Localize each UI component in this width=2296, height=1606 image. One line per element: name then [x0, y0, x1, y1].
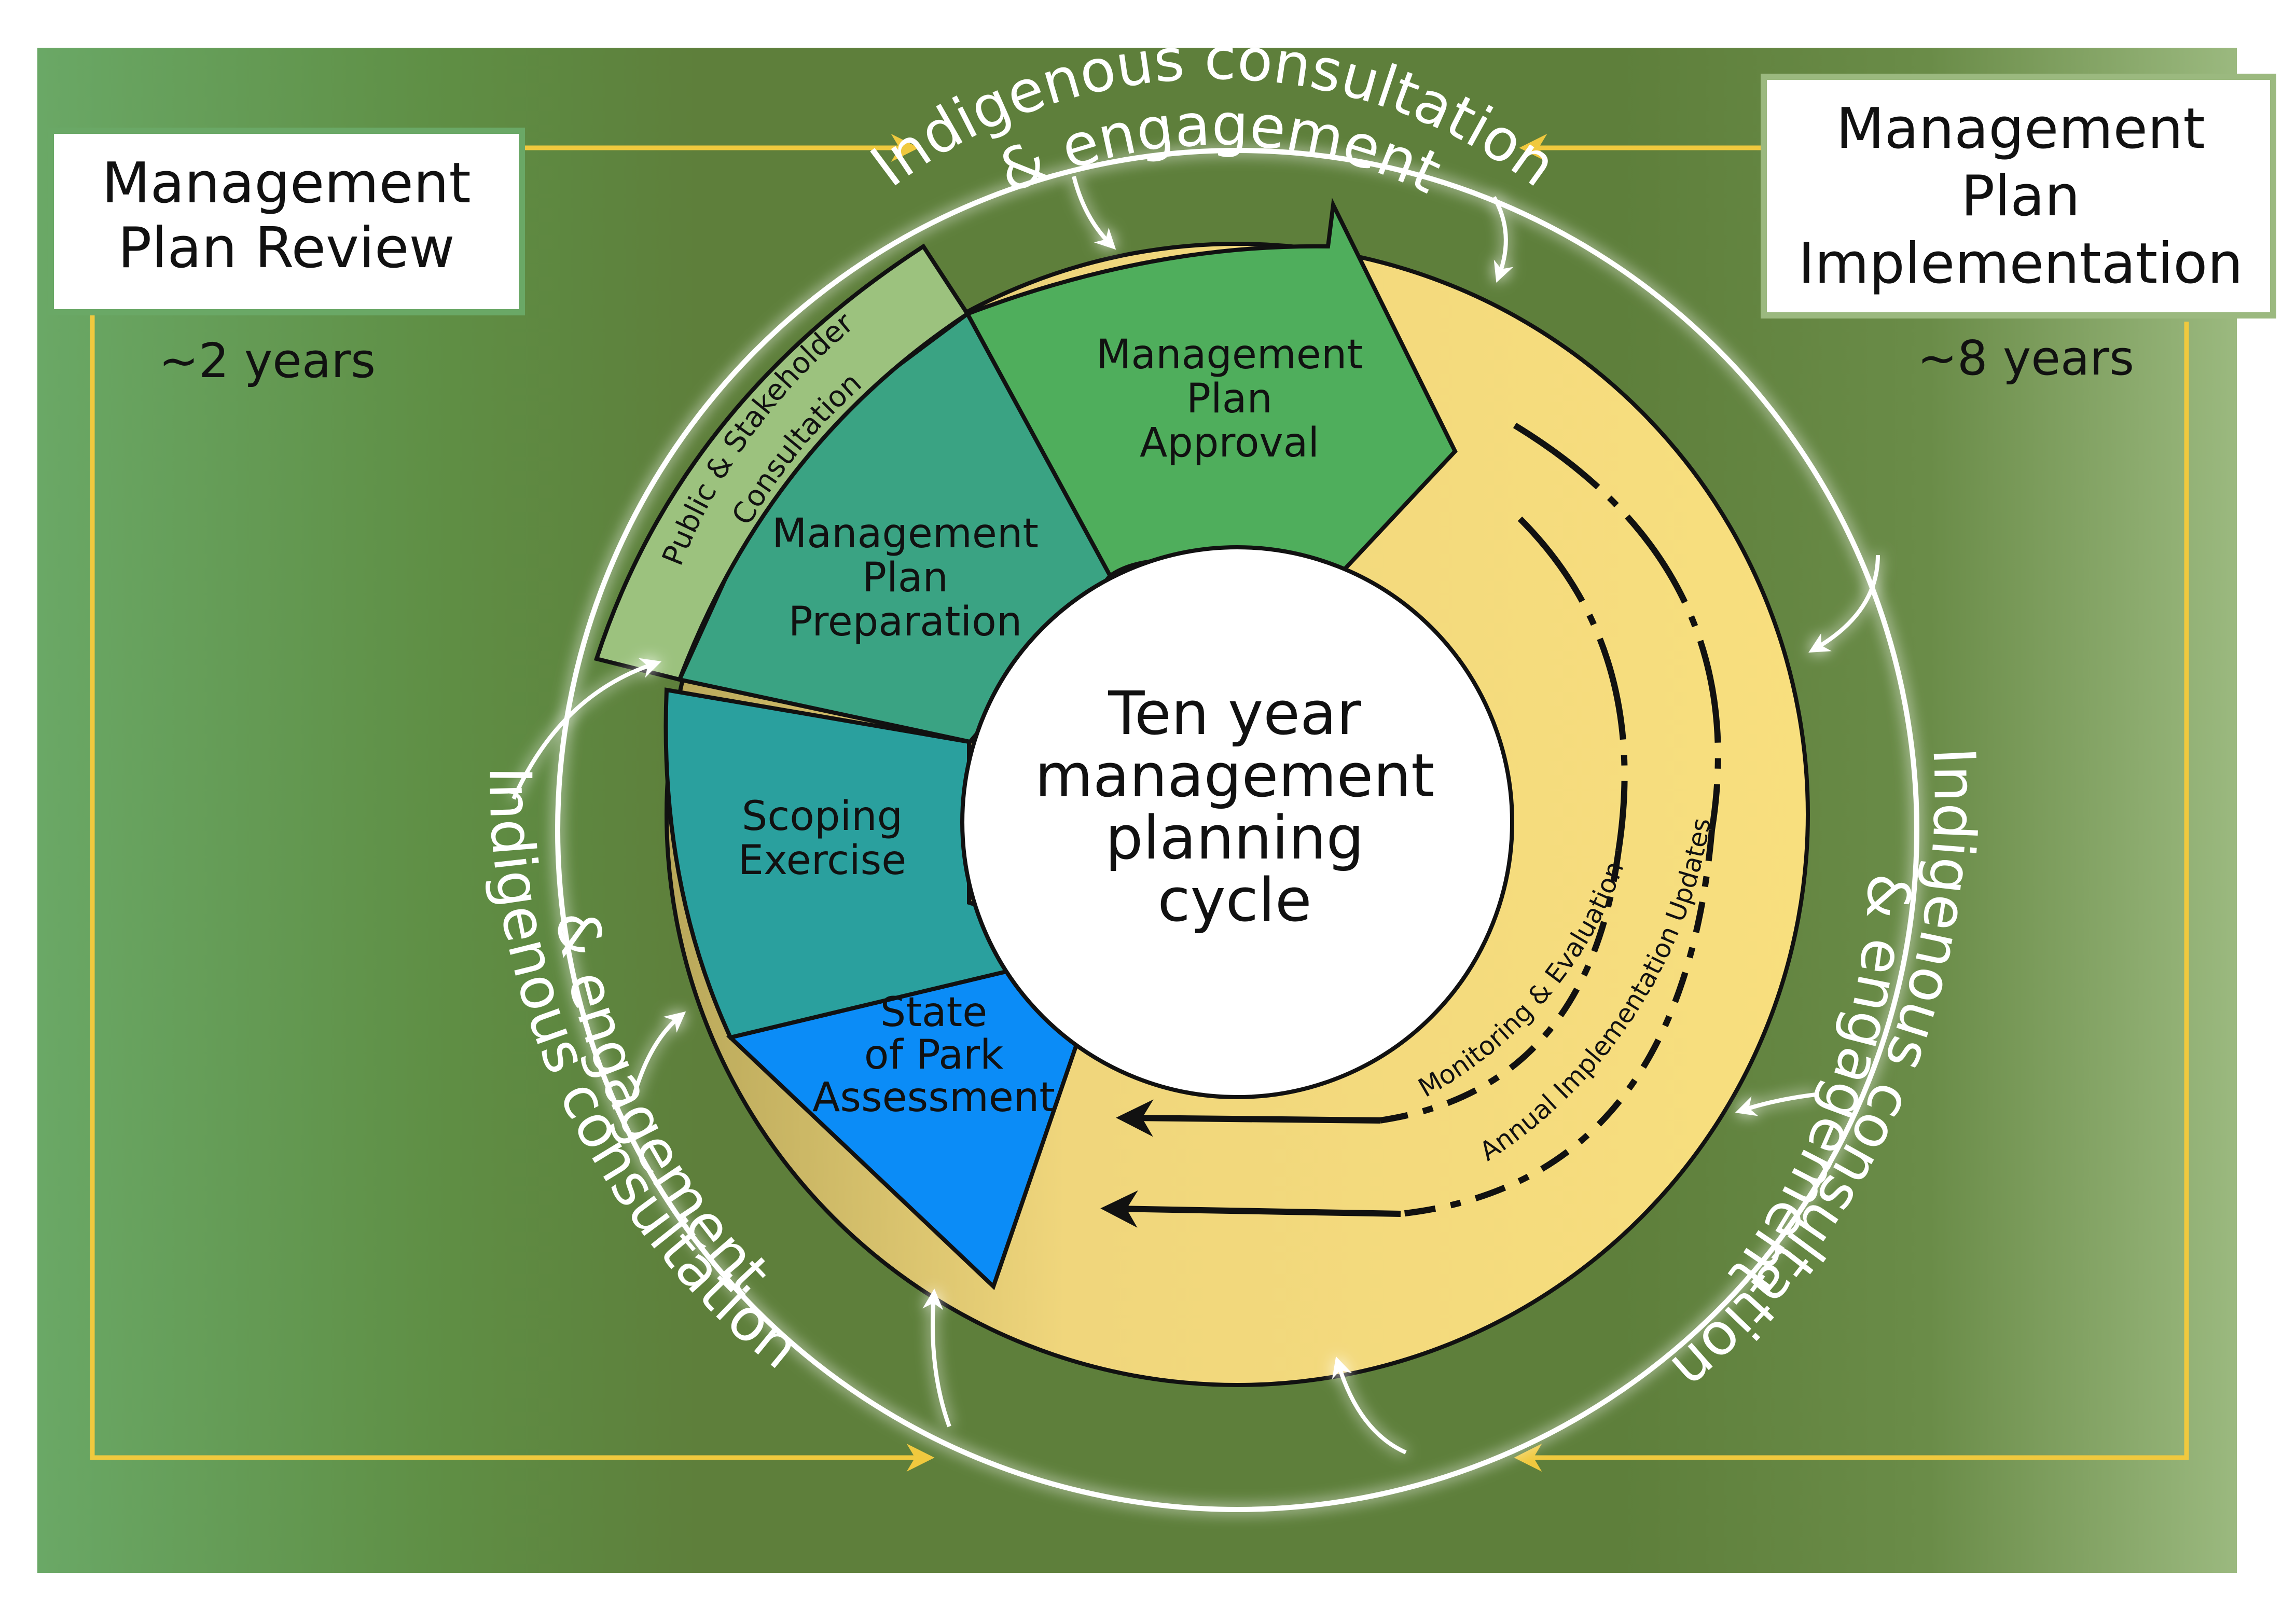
yellow-connector-lines [90, 134, 2189, 1472]
approval-line2: Plan [1186, 376, 1273, 422]
center-label: Ten year management planning cycle [1035, 679, 1434, 935]
assessment-label: State of Park Assessment [812, 989, 1055, 1121]
approval-label: Management Plan Approval [1096, 331, 1363, 466]
outer-engagement-ring [555, 148, 1919, 1512]
center-line4: cycle [1157, 866, 1311, 935]
scoping-line2: Exercise [738, 837, 907, 884]
implementation-title-line2: Plan [1961, 164, 2080, 229]
center-line1: Ten year [1108, 679, 1361, 749]
preparation-line3: Preparation [789, 599, 1022, 645]
implementation-duration: ~8 years [1917, 330, 2134, 386]
review-duration: ~2 years [159, 333, 376, 389]
center-circle [960, 545, 1514, 1099]
implementation-title-line3: Implementation [1798, 231, 2243, 296]
implementation-title-line1: Management [1836, 96, 2205, 161]
monitoring-arrow [1116, 516, 1628, 1137]
center-line3: planning [1105, 804, 1364, 873]
white-connector-arrows [511, 176, 1880, 1455]
scoping-line1: Scoping [742, 793, 903, 840]
preparation-label: Management Plan Preparation [772, 510, 1039, 645]
assessment-line1: State [880, 989, 987, 1036]
review-title-line2: Plan Review [118, 216, 454, 281]
segment-public-stakeholder-consultation [593, 243, 971, 682]
review-title-line1: Management [102, 151, 471, 216]
center-line2: management [1035, 741, 1434, 811]
assessment-line3: Assessment [812, 1074, 1055, 1121]
approval-line3: Approval [1140, 420, 1319, 466]
management-plan-review-box: Management Plan Review [48, 128, 525, 315]
annual-updates-arrow [1100, 422, 1721, 1228]
management-plan-implementation-box: Management Plan Implementation [1761, 74, 2276, 319]
preparation-line1: Management [772, 510, 1039, 557]
assessment-line2: of Park [864, 1032, 1004, 1078]
approval-line1: Management [1096, 331, 1363, 378]
scoping-label: Scoping Exercise [738, 793, 907, 884]
preparation-line2: Plan [862, 555, 948, 601]
